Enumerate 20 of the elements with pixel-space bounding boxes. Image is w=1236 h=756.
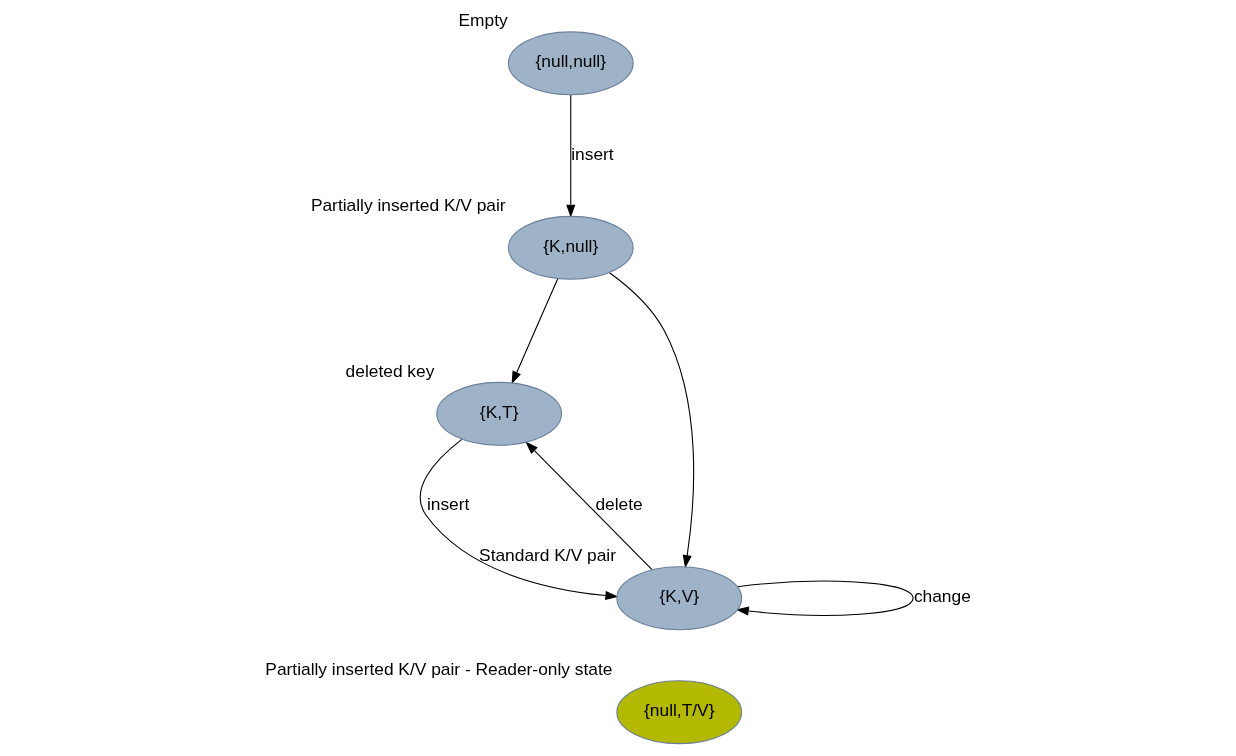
arrow	[608, 272, 694, 569]
node-ellipse: {K,null}	[507, 215, 634, 280]
node-label: Standard K/V pair	[478, 545, 616, 566]
node-label: Partially inserted K/V pair	[310, 194, 506, 215]
arrow	[511, 278, 558, 385]
arrow	[524, 441, 653, 571]
arrow	[735, 580, 914, 616]
edge-label: change	[913, 586, 971, 607]
node-label: Partially inserted K/V pair - Reader-only state	[264, 659, 612, 680]
edge-label: insert	[570, 143, 614, 164]
node-ellipse: {null,T/V}	[615, 680, 742, 745]
arrow	[419, 438, 618, 601]
node-ellipse: {K,V}	[615, 566, 742, 631]
edge-label: delete	[594, 494, 643, 515]
node-ellipse: {null,null}	[507, 31, 634, 96]
arrow	[565, 94, 575, 218]
node-label: Empty	[457, 10, 508, 31]
edge-label: insert	[426, 494, 469, 515]
node-ellipse: {K,T}	[435, 381, 562, 446]
node-label: deleted key	[345, 360, 434, 381]
